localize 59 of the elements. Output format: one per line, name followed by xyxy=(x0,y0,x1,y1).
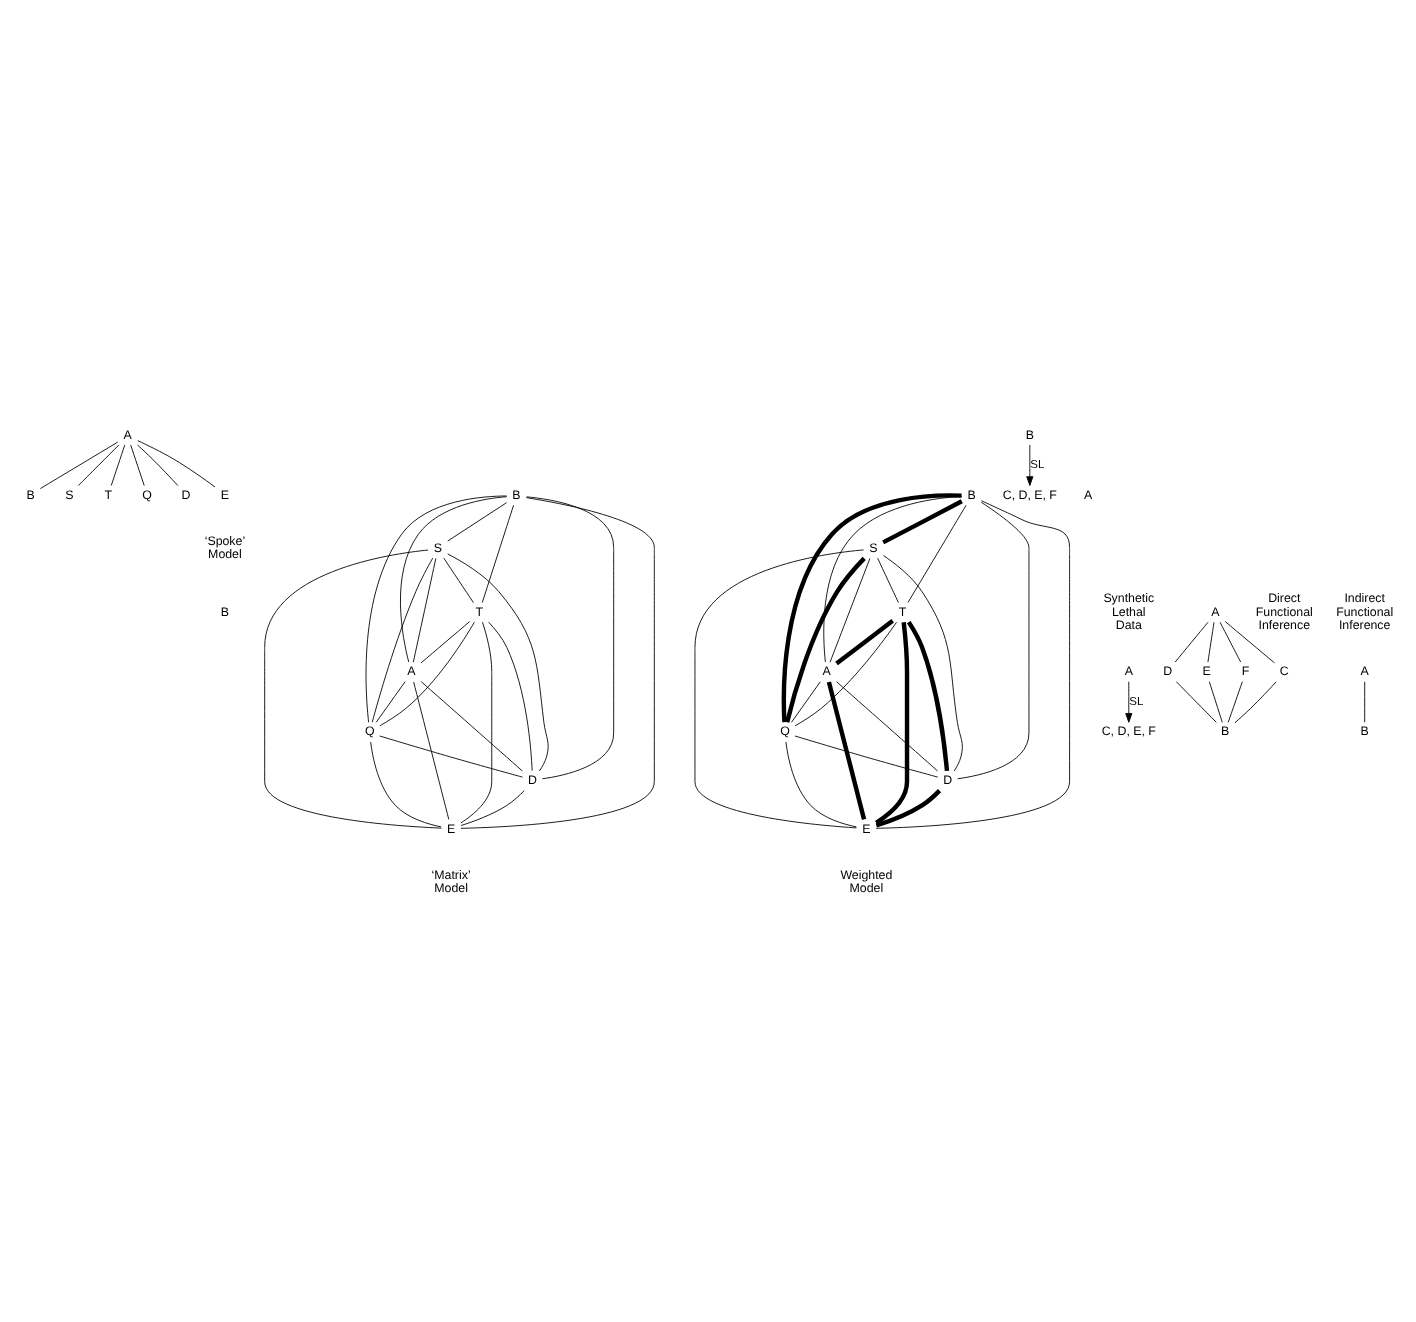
connector xyxy=(379,735,523,778)
connector xyxy=(460,621,493,824)
connector xyxy=(39,441,119,489)
connector xyxy=(829,557,871,663)
connector xyxy=(420,681,523,772)
connector xyxy=(907,504,967,603)
connector xyxy=(794,621,897,727)
connector xyxy=(791,681,821,723)
connector xyxy=(883,555,963,772)
connector xyxy=(1224,621,1275,664)
connector xyxy=(365,495,508,723)
arrow xyxy=(1026,444,1034,486)
connector xyxy=(371,557,434,723)
connector xyxy=(264,549,442,829)
connector xyxy=(1175,681,1217,723)
connector xyxy=(906,620,950,772)
connector xyxy=(130,444,145,486)
connector xyxy=(877,557,899,604)
connector xyxy=(77,444,120,486)
connector xyxy=(447,553,549,772)
connector xyxy=(1364,681,1366,723)
connector xyxy=(443,557,474,604)
connector xyxy=(375,681,406,723)
connector xyxy=(1219,621,1242,663)
connector xyxy=(1174,621,1209,663)
connector xyxy=(400,496,508,663)
connector xyxy=(460,790,525,826)
connector xyxy=(875,500,1071,829)
connector xyxy=(882,499,963,545)
connector xyxy=(370,741,442,828)
connector xyxy=(413,681,450,820)
connector xyxy=(481,504,515,603)
connector xyxy=(1207,621,1215,663)
connector xyxy=(412,557,437,663)
connector xyxy=(794,735,939,778)
connector xyxy=(1227,681,1243,723)
connector xyxy=(781,493,962,723)
connector xyxy=(137,440,216,488)
connector xyxy=(836,681,939,772)
connector xyxy=(875,622,910,825)
connector xyxy=(785,556,866,723)
connector xyxy=(460,497,655,829)
connector xyxy=(526,496,615,780)
connector xyxy=(957,501,1030,780)
connector xyxy=(785,741,857,828)
connector xyxy=(420,621,471,664)
connector xyxy=(379,621,475,727)
connector xyxy=(1234,681,1277,724)
arrow xyxy=(1125,681,1133,723)
connector xyxy=(1208,681,1223,723)
connector xyxy=(826,681,867,820)
connector xyxy=(488,621,533,772)
connector xyxy=(694,549,865,829)
connector xyxy=(823,496,963,663)
connector xyxy=(835,619,894,666)
connector xyxy=(110,444,126,486)
connector xyxy=(137,444,179,487)
connector xyxy=(875,789,942,828)
connector xyxy=(447,502,507,542)
